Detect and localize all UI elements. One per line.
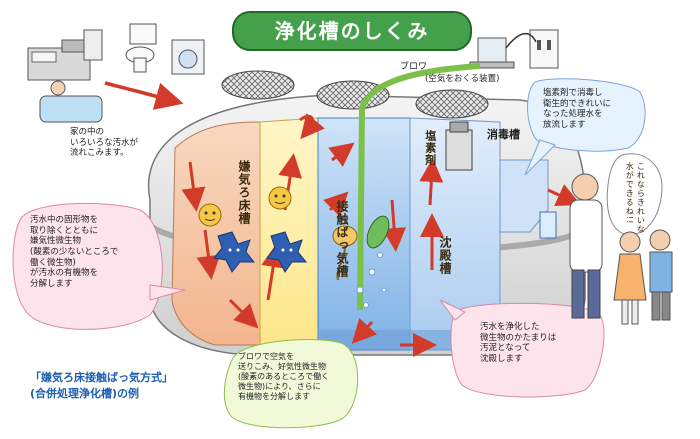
speech-text: これならきれいな 水ができるね!! <box>624 162 646 234</box>
disinfection-tank-label: 消毒槽 <box>487 128 520 141</box>
air-bubbles <box>356 252 387 308</box>
sediment-note-line: 汚泥となって <box>480 343 531 354</box>
wastewater-note-line: いろいろな汚水が <box>70 137 139 148</box>
washing-machine-icon <box>171 39 205 75</box>
aeration-note-line: ブロワで空気を <box>238 352 294 361</box>
chlorine-note-line: 衛生的できれいに <box>543 98 612 109</box>
wastewater-note-line: 家の中の <box>70 127 105 137</box>
anaerobic-note-line: 汚水中の固形物を <box>30 215 99 225</box>
sedimentation-tank-label: 沈殿槽 <box>438 236 452 275</box>
air-pipe <box>357 63 481 311</box>
aeration-note: ブロワで空気を 送りこみ、好気性微生物 (酸素のあるところで働く 微生物)により… <box>238 352 329 402</box>
sediment-callout <box>450 302 605 398</box>
chlorine-note-line: 放流します <box>543 119 586 130</box>
aeration-note-line: 送りこみ、好気性微生物 <box>238 362 326 371</box>
kitchen-sink-icon <box>27 29 103 81</box>
blower-label: ブロワ <box>400 62 428 72</box>
chlorine-holder-icon <box>445 121 473 171</box>
aeration-note-line: 微生物)により、さらに <box>238 382 321 391</box>
chlorine-note-line: なった処理水を <box>543 109 603 120</box>
aeration-note-line: 有機物を分解します <box>238 392 310 401</box>
page-title: 浄化槽のしくみ <box>232 11 472 51</box>
aeration-note-line: (酸素のあるところで働く <box>238 372 330 381</box>
man-icon <box>539 173 603 319</box>
speech-line: これならきれいな <box>636 162 646 234</box>
contact-aeration-tank-label: 接触ばっ気槽 <box>335 200 349 278</box>
caption-line: 「嫌気ろ床接触ばっ気方式」 <box>30 371 173 384</box>
toilet-icon <box>125 23 157 73</box>
girl-icon <box>613 231 647 325</box>
sediment-note: 汚水を浄化した 微生物のかたまりは 汚泥となって 沈殿します <box>480 322 556 365</box>
wastewater-note-line: 流れこみます。 <box>70 148 129 159</box>
anaerobic-callout <box>12 202 163 330</box>
chlorine-agent-label: 塩素剤 <box>423 130 437 166</box>
manhole-lid-1 <box>221 70 295 100</box>
anaerobic-note-line: 嫌気性微生物 <box>30 236 82 247</box>
anaerobic-chamber-2 <box>259 117 319 346</box>
chlorine-note-line: 塩素剤で消毒し <box>543 88 603 98</box>
caption-line: (合併処理浄化槽)の例 <box>30 386 140 400</box>
manhole-lid-2 <box>316 80 390 110</box>
blower-icon <box>469 37 515 69</box>
anaerobic-note: 汚水中の固形物を 取り除くとともに 嫌気性微生物 (酸素の少ないところで 働く微… <box>30 215 118 289</box>
anaerobic-note-line: 働く微生物) <box>30 257 76 268</box>
aeration-callout <box>223 339 359 429</box>
microbe-sun-icon-2 <box>268 186 292 210</box>
sediment-note-line: 汚水を浄化した <box>480 322 540 332</box>
inflow-arrow <box>104 81 184 110</box>
anaerobic-chamber-1 <box>171 121 261 346</box>
microbe-sun-icon-1 <box>198 203 222 227</box>
chlorine-note: 塩素剤で消毒し 衛生的できれいに なった処理水を 放流します <box>543 88 611 131</box>
microbe-bean-icon <box>366 215 390 249</box>
chlorine-callout <box>527 78 646 152</box>
speech-line: 水ができるね!! <box>625 162 635 225</box>
anaerobic-note-line: 取り除くとともに <box>30 225 99 236</box>
anaerobic-note-line: が汚水の有機物を <box>30 268 99 279</box>
microbe-spiky-icon-1 <box>213 231 256 273</box>
boy-icon <box>649 229 673 321</box>
sediment-note-line: 沈殿します <box>480 353 523 364</box>
anaerobic-tank-label: 嫌気ろ床槽 <box>237 160 251 225</box>
flow-arrows <box>181 113 581 357</box>
manhole-lid-3 <box>415 89 489 119</box>
anaerobic-note-line: (酸素の少ないところで <box>30 246 119 257</box>
wastewater-note: 家の中の いろいろな汚水が 流れこみます。 <box>70 127 138 159</box>
anaerobic-note-line: 分解します <box>30 278 73 289</box>
power-outlet-icon <box>529 29 559 69</box>
microbe-spiky-icon-2 <box>266 231 308 273</box>
bathtub-icon <box>39 80 103 123</box>
sediment-note-line: 微生物のかたまりは <box>480 332 557 343</box>
microbe-tadpole-icon <box>332 225 358 281</box>
diagram-caption: 「嫌気ろ床接触ばっ気方式」 (合併処理浄化槽)の例 <box>30 370 173 402</box>
blower-note: (空気をおくる装置) <box>425 74 500 84</box>
